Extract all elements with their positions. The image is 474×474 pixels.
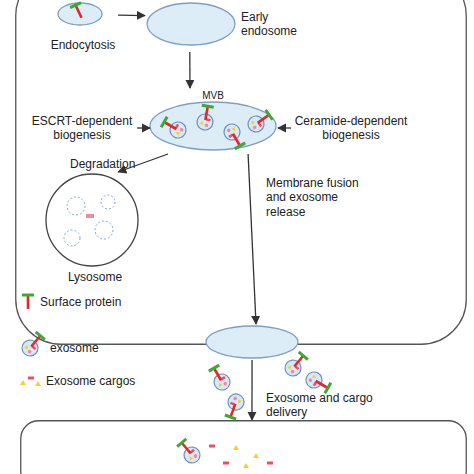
- exosome: [175, 436, 204, 466]
- surface-protein: [22, 294, 34, 310]
- cargo-triangle: [233, 445, 239, 450]
- process-label: ESCRT-dependent biogenesis: [27, 114, 137, 143]
- cargo-triangle: [243, 463, 249, 468]
- cell-shape: [16, 0, 467, 344]
- exosome: [206, 363, 233, 393]
- legend-label: exosome: [50, 341, 99, 355]
- cell: Endocytosis Early endosomeMVB Lysosome: [15, 0, 467, 345]
- release-vesicle-outline: [205, 324, 300, 360]
- lysosome-shape: [46, 174, 138, 266]
- legend-label: Exosome cargos: [46, 374, 135, 388]
- exosome: [19, 329, 48, 359]
- degraded-vesicle: [95, 221, 113, 239]
- surface-protein: [70, 1, 87, 20]
- edge-label: Membrane fusion and exosome release: [266, 176, 370, 219]
- legend-sample: [18, 374, 44, 388]
- multivesicular-body-shape: [150, 102, 276, 150]
- early-endosome-shape: [147, 3, 235, 45]
- cargo-triangle: [20, 380, 26, 385]
- cargo-triangle: [253, 453, 259, 458]
- edge-label: Degradation: [70, 157, 150, 171]
- recipient-cell-shape: [21, 421, 467, 474]
- exosome: [221, 121, 248, 151]
- recipient-cell-outline: [20, 420, 467, 474]
- pathway-arrow: [189, 52, 190, 88]
- endocytic-vesicle: Endocytosis: [48, 0, 118, 56]
- pathway-arrow: [118, 14, 145, 16]
- exosome: [282, 349, 311, 379]
- release-vesicle: [205, 324, 300, 360]
- biogenesis-arrow: [137, 127, 150, 128]
- legend-sample: [18, 332, 46, 360]
- edge-label: Exosome and cargo delivery: [266, 391, 378, 420]
- exosome: [196, 103, 216, 131]
- cargo-bar: [267, 462, 273, 465]
- degraded-vesicle: [64, 230, 80, 246]
- release-vesicle-shape: [206, 326, 298, 358]
- degraded-vesicle: [67, 197, 85, 215]
- pathway-arrow: [251, 360, 252, 420]
- degraded-vesicle: [101, 195, 115, 209]
- exosome: [159, 114, 189, 141]
- pathway-arrow: [248, 154, 256, 324]
- node-label: Early endosome: [241, 10, 303, 39]
- legend-sample: [18, 292, 38, 312]
- biogenesis-arrow: [278, 127, 291, 128]
- cargo-triangle: [35, 381, 41, 386]
- exosome: [245, 107, 275, 135]
- recipient-cell: [20, 420, 467, 474]
- exosome: [222, 392, 246, 421]
- node-label: Endocytosis: [48, 38, 118, 52]
- node-label: MVB: [148, 90, 278, 102]
- cargo-bar: [28, 377, 34, 380]
- cargo-bar: [223, 462, 229, 465]
- legend-label: Surface protein: [40, 295, 121, 309]
- cargo-bar: [209, 445, 215, 448]
- node-label: Lysosome: [40, 270, 150, 284]
- degraded-cargo: [86, 214, 94, 218]
- early-endosome: Early endosome: [145, 0, 305, 52]
- process-label: Ceramide-dependent biogenesis: [291, 114, 411, 143]
